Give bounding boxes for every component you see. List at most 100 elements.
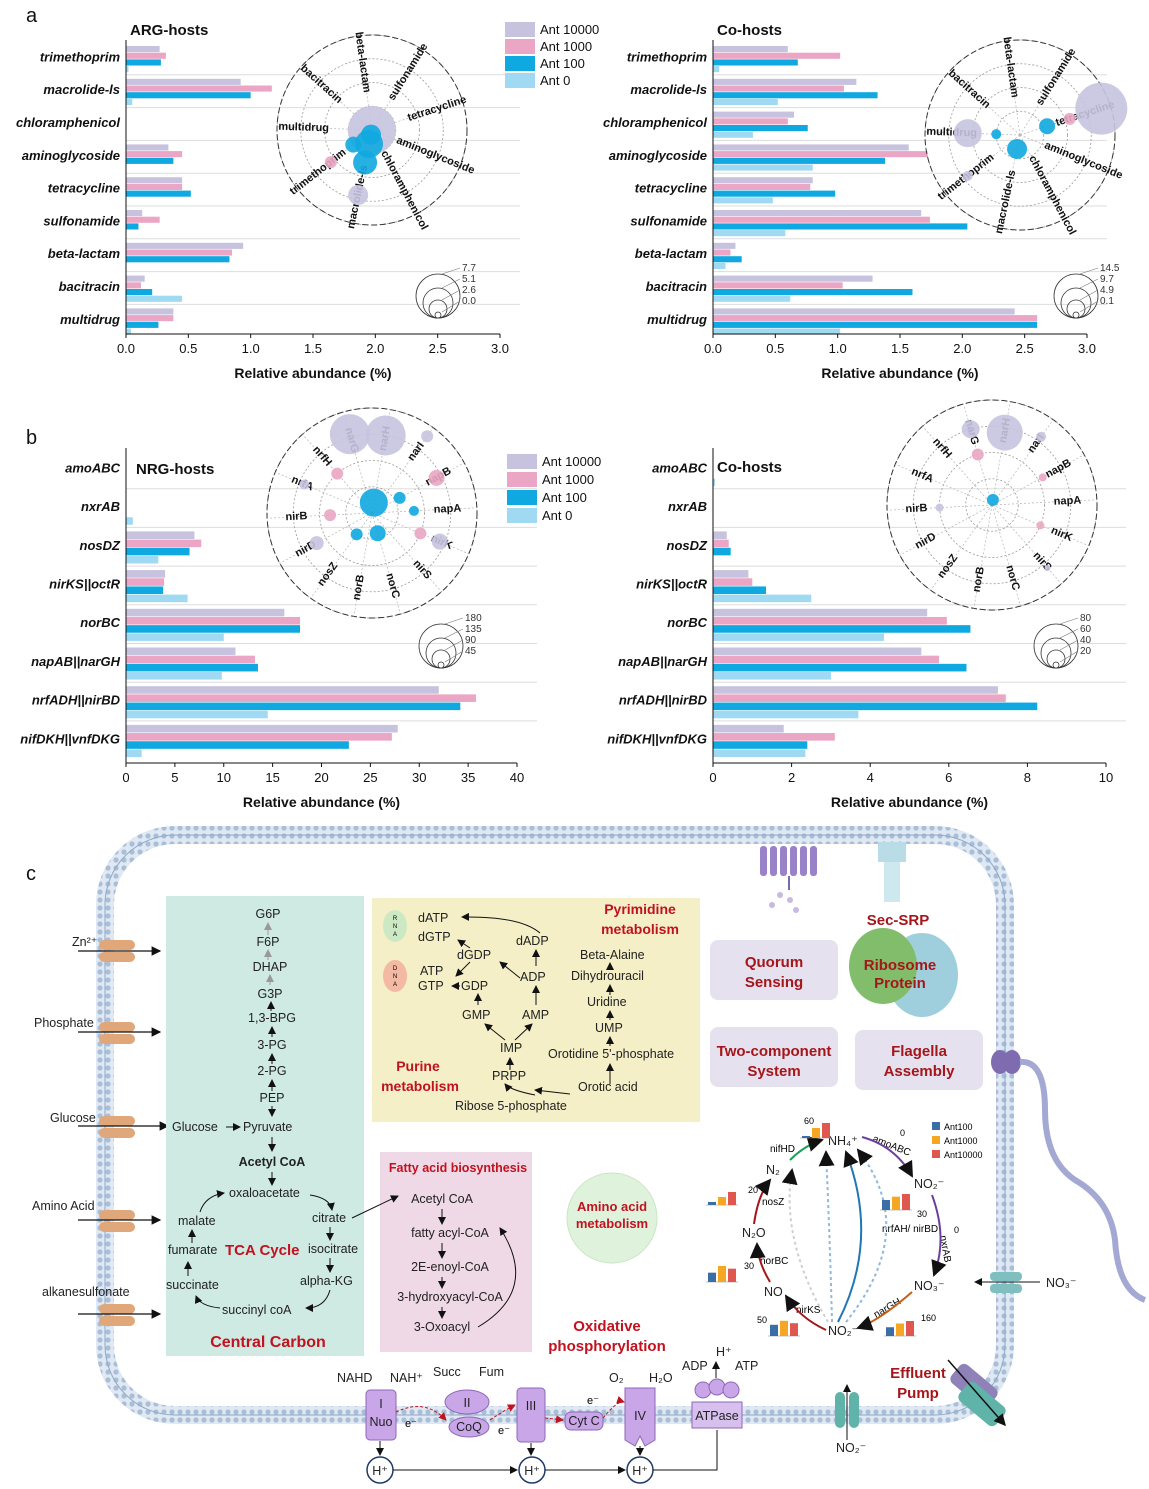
nitrite-channel: NO₂⁻	[835, 1384, 866, 1455]
radial-bubble	[393, 491, 406, 504]
bar	[126, 52, 166, 59]
radial-bubble	[309, 536, 324, 551]
radial-label: nirB	[905, 502, 928, 515]
radial-label: napB	[1043, 457, 1073, 481]
x-tick-label: 5	[171, 770, 178, 785]
size-legend-leader	[444, 617, 464, 625]
x-tick-label: 15	[265, 770, 279, 785]
legend-label: Ant 1000	[542, 472, 594, 487]
size-legend-circle	[1040, 637, 1072, 669]
transport-label: Amino Acid	[32, 1199, 95, 1213]
size-legend-label: 14.5	[1100, 263, 1120, 274]
radial-spoke	[267, 512, 373, 519]
x-tick-label: 0	[122, 770, 129, 785]
bar	[713, 256, 742, 263]
bar	[126, 321, 159, 328]
radial-spoke	[895, 463, 993, 506]
minibar	[886, 1327, 894, 1336]
bar	[713, 125, 808, 132]
fatty-acid-title: Fatty acid biosynthesis	[389, 1161, 527, 1175]
bar	[713, 289, 913, 296]
radial-spoke	[991, 504, 1021, 607]
radial-ring	[345, 486, 399, 540]
bar	[126, 702, 461, 711]
bar	[126, 315, 174, 322]
radial-ring	[948, 63, 1092, 207]
bar	[126, 295, 183, 302]
radial-ring	[292, 433, 452, 593]
oxphos-label: Cyt C	[568, 1414, 599, 1428]
sec-srp-label: Sec-SRP	[867, 912, 930, 929]
oxphos-label: ADP	[682, 1359, 708, 1373]
radial-bubble	[962, 170, 973, 181]
size-legend-label: 7.7	[462, 263, 476, 274]
x-tick-label: 2	[788, 770, 795, 785]
metabolite: succinate	[166, 1278, 219, 1292]
x-tick-label: 10	[217, 770, 231, 785]
bar	[126, 223, 139, 230]
metabolite: Orotic acid	[578, 1080, 638, 1094]
size-legend-leader	[444, 628, 464, 639]
size-legend-label: 45	[465, 646, 477, 657]
bar	[713, 92, 878, 99]
size-legend-circle	[1066, 299, 1086, 319]
radial-ring	[995, 110, 1045, 160]
transport-label: Glucose	[50, 1111, 96, 1125]
bar	[713, 262, 726, 269]
oxphos-label: II	[464, 1396, 471, 1410]
legend-swatch	[932, 1150, 940, 1158]
size-legend-label: 5.1	[462, 274, 476, 285]
radial-bubble	[431, 533, 448, 550]
radial-outer-ring	[886, 399, 1098, 611]
metabolite: isocitrate	[308, 1242, 358, 1256]
x-tick-label: 8	[1024, 770, 1031, 785]
radial-label: bacitracin	[298, 62, 345, 106]
metabolite: Acetyl CoA	[411, 1192, 473, 1206]
x-tick-label: 1.0	[242, 341, 260, 356]
x-tick-label: 0.5	[766, 341, 784, 356]
legend-label: Ant 0	[542, 508, 572, 523]
metabolite: oxaloacetate	[229, 1186, 300, 1200]
size-legend-circle	[1033, 623, 1079, 669]
radial-label: nirS	[1031, 550, 1054, 574]
radial-label: norC	[383, 572, 402, 600]
two-component-label: System	[747, 1063, 800, 1080]
minibar	[780, 1320, 788, 1336]
scale-label: 0	[954, 1225, 959, 1235]
bar	[126, 655, 256, 664]
oxphos-label: H⁺	[372, 1464, 388, 1478]
bar	[713, 295, 791, 302]
quorum-sensing-box	[710, 940, 838, 1000]
metabolite: 3-hydroxyacyl-CoA	[397, 1290, 503, 1304]
radial-outer-ring	[276, 34, 468, 226]
bar	[126, 249, 232, 256]
radial-bubble	[428, 469, 445, 486]
oxphos-label: O₂	[609, 1371, 624, 1385]
bar	[713, 308, 1015, 315]
size-legend-leader	[441, 289, 461, 301]
oxphos-label: NAHD	[337, 1371, 372, 1385]
radial-bubble	[1063, 112, 1076, 125]
category-label: nosDZ	[80, 538, 122, 553]
radial-ring	[300, 58, 444, 202]
radial-bubble	[1038, 473, 1047, 482]
nucleotide-pathway: R N A D N A dATP dGTP dADP dGDP ATP GTP …	[381, 901, 679, 1113]
ribosome-label: Protein	[874, 975, 926, 992]
radial-bubble	[331, 467, 344, 480]
scale-label: 160	[921, 1313, 936, 1323]
radial-label: nrfA	[910, 466, 936, 486]
radial-label: nirS	[411, 558, 434, 582]
category-label: chloramphenicol	[603, 115, 707, 130]
x-axis-title: Relative abundance (%)	[821, 365, 978, 381]
radial-ring	[912, 425, 1072, 585]
bar	[713, 315, 1038, 322]
radial-bubble	[961, 420, 980, 439]
bar	[713, 608, 928, 617]
x-tick-label: 0.5	[179, 341, 197, 356]
radial-spoke	[279, 512, 373, 564]
radial-label: nirD	[913, 531, 938, 552]
radial-spoke	[922, 426, 993, 506]
legend-label: Ant 10000	[542, 454, 601, 469]
radial-bubble	[361, 124, 382, 145]
category-label: macrolide-ls	[43, 82, 120, 97]
